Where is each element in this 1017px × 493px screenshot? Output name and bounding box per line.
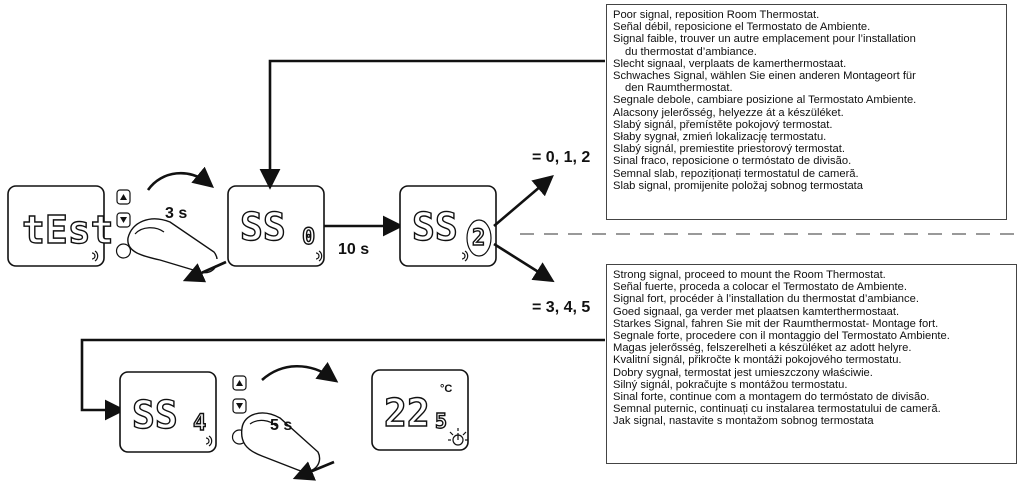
message-line: Segnale forte, procedere con il montaggi… [613,330,950,343]
curved-arrow [261,361,339,383]
message-line: Alacsony jelerősség, helyezze át a készü… [613,106,844,119]
press-arrow [182,260,227,283]
message-line: Signal fort, procéder à l’installation d… [613,293,919,306]
message-line: Sinal forte, continue com a montagem do … [613,391,930,404]
display-test: tEst [7,185,114,267]
display-test-main: tEst [22,208,114,252]
label-5s: 5 s [270,417,292,434]
loop-arrow-top [259,59,605,190]
display-ss2: SS 2 [399,185,497,267]
message-line: Segnale debole, cambiare posizione al Te… [613,94,917,107]
message-line: Semnal slab, repoziționați termostatul d… [613,167,859,180]
arrow-weak [493,174,554,227]
label-strong-values: = 3, 4, 5 [532,299,590,316]
message-line: Magas jelerősség, felszerelheti a készül… [613,342,912,355]
strong-signal-messages: Strong signal, proceed to mount the Room… [606,264,1017,464]
message-line: Strong signal, proceed to mount the Room… [613,269,886,281]
up-arrow-icon [120,194,127,200]
message-line: Slab signal, promijenite položaj sobnog … [613,179,863,192]
message-line: Silný signál, pokračujte s montážou term… [613,378,848,391]
message-line: Señal fuerte, proceda a colocar el Termo… [613,281,907,294]
display-ss0-digit: 0 [302,225,315,250]
message-line: Starkes Signal, fahren Sie mit der Raumt… [613,317,939,330]
message-line: Señal débil, reposicione el Termostato d… [613,21,871,34]
message-line: du thermostat d’ambiance. [625,45,757,58]
press-arrow [292,460,335,481]
up-arrow-icon [236,380,243,386]
label-weak-values: = 0, 1, 2 [532,149,590,166]
display-ss2-digit: 2 [472,226,485,251]
message-line: Poor signal, reposition Room Thermostat. [613,9,820,21]
down-button[interactable] [116,212,131,228]
message-line: Słaby sygnał, zmień lokalizację termosta… [613,131,827,144]
arrow-strong [493,242,555,283]
label-10s: 10 s [338,241,369,258]
power-standby-icon [448,428,468,446]
down-button[interactable] [232,398,247,414]
message-line: Dobry sygnał, termostat jest umieszczony… [613,366,873,379]
display-ss4-digit: 4 [193,411,206,436]
display-temp-unit: °C [440,383,452,395]
button-group-1 [115,189,132,259]
message-line: Goed signaal, ga verder met plaatsen kam… [613,305,900,318]
message-line: Slecht signaal, verplaats de kamerthermo… [613,57,847,70]
message-line: Signal faible, trouver un autre emplacem… [613,33,916,46]
loop-arrow-bottom [80,338,605,421]
message-line: Slabý signál, premiestite priestorový te… [613,143,845,156]
message-line: Schwaches Signal, wählen Sie einen ander… [613,70,916,83]
message-line: den Raumthermostat. [625,82,733,95]
display-ss2-main: SS [412,205,458,249]
curved-arrow [146,166,214,191]
display-temp-decimal: 5 [435,409,447,433]
button-group-2 [231,375,248,445]
message-line: Semnal puternic, continuați cu instalare… [613,403,941,416]
display-ss0-main: SS [240,205,286,249]
message-line: Jak signal, nastavite s montažom sobnog … [613,415,874,428]
message-line: Sinal fraco, reposicione o termóstato de… [613,155,852,168]
power-button[interactable] [115,243,132,259]
label-3s: 3 s [165,205,187,222]
up-button[interactable] [116,189,131,205]
down-arrow-icon [120,217,127,223]
signal-icon [91,250,99,262]
down-arrow-icon [236,403,243,409]
display-ss4-main: SS [132,393,178,437]
weak-signal-messages: Poor signal, reposition Room Thermostat.… [606,4,1007,220]
display-temp-main: 22 [384,391,430,435]
message-line: Kvalitní signál, přikročte k montáži pok… [613,354,902,367]
up-button[interactable] [232,375,247,391]
display-ss4: SS 4 [119,371,217,453]
display-temperature: 22 5 °C [371,369,469,451]
message-line: Slabý signál, přemístěte pokojový termos… [613,118,833,131]
display-ss0: SS 0 [227,185,325,267]
